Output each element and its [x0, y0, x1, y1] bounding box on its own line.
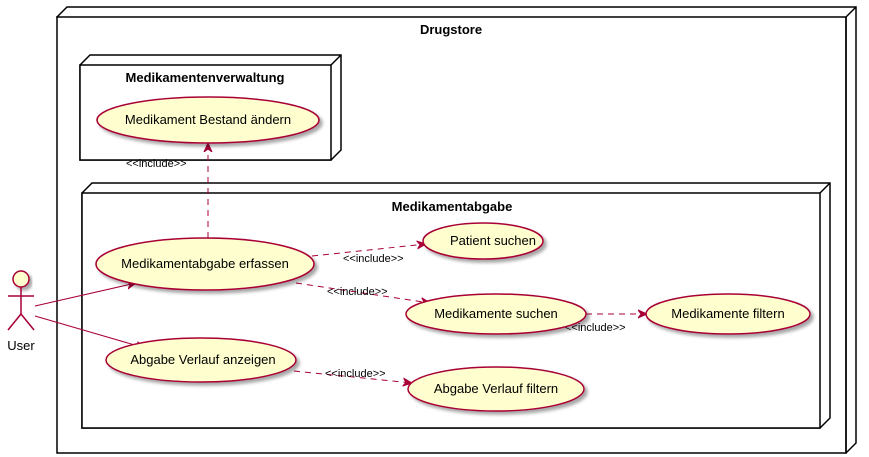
include-label-verlauf: <<include>>	[325, 368, 386, 380]
usecase-label-patient-suchen: Patient suchen	[450, 233, 536, 248]
abgabe-title: Medikamentabgabe	[392, 199, 513, 214]
include-label-med-suchen: <<include>>	[327, 286, 388, 298]
include-line-verlauf	[293, 370, 412, 383]
include-label-patient: <<include>>	[343, 253, 404, 265]
verwaltung-title: Medikamentenverwaltung	[126, 70, 285, 85]
actor-associations	[34, 283, 145, 348]
usecase-bestand-aendern	[96, 96, 320, 144]
association-erfassen	[34, 283, 136, 307]
usecase-verlauf-filtern	[407, 366, 585, 412]
include-line-patient	[311, 244, 426, 257]
usecase-label-medikamente-filtern: Medikamente filtern	[671, 306, 784, 321]
include-label-med-filtern: <<include>>	[565, 322, 626, 334]
include-dependencies	[208, 143, 647, 383]
usecase-patient-suchen	[422, 222, 544, 260]
include-label-bestand: <<include>>	[126, 158, 187, 170]
usecase-label-medikamente-suchen: Medikamente suchen	[434, 306, 558, 321]
usecase-medikamente-filtern	[645, 293, 811, 335]
user-actor	[7, 270, 35, 331]
usecase-medikamente-suchen	[405, 293, 587, 335]
usecase-label-verlauf-filtern: Abgabe Verlauf filtern	[434, 381, 558, 396]
drugstore-title: Drugstore	[420, 22, 482, 37]
association-verlauf	[34, 315, 145, 348]
user-actor-label: User	[7, 338, 35, 353]
usecase-abgabe-erfassen	[95, 237, 315, 291]
usecase-label-verlauf-anzeigen: Abgabe Verlauf anzeigen	[130, 352, 275, 367]
usecase-verlauf-anzeigen	[105, 337, 297, 383]
usecase-label-abgabe-erfassen: Medikamentabgabe erfassen	[121, 256, 289, 271]
usecase-label-bestand-aendern: Medikament Bestand ändern	[125, 112, 291, 127]
include-line-med-suchen	[295, 282, 430, 303]
